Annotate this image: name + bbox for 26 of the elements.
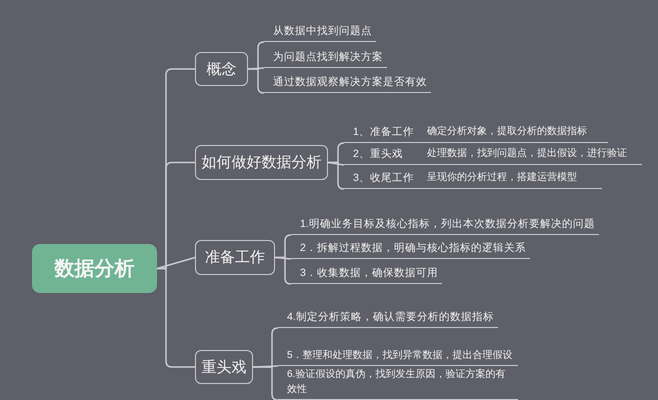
subtopic-text: 呈现你的分析过程，搭建运营模型 (427, 170, 577, 185)
topic-box: 概念 (195, 52, 248, 86)
subtopic: 为问题点找到解决方案 (264, 48, 387, 68)
subtopic-text: 确定分析对象，提取分析的数据指标 (427, 124, 587, 139)
subtopic: 通过数据观察解决方案是否有效 (264, 73, 431, 93)
connector-line (252, 365, 278, 368)
topic-box: 如何做好数据分析 (195, 145, 328, 180)
connector-line (156, 256, 196, 270)
subtopic-text: 3、收尾工作 (353, 171, 415, 186)
connector-line (157, 268, 195, 368)
central-topic: 数据分析 (32, 244, 157, 293)
subtopic-text: 处理数据，找到问题点，提出假设，进行验证 (427, 146, 627, 161)
subtopic (344, 145, 642, 165)
subtopic: 3．收集数据，确保数据可用 (291, 264, 442, 284)
subtopic: 从数据中找到问题点 (264, 22, 376, 42)
subtopic: 2．拆解过程数据，明确与核心指标的逻辑关系 (291, 239, 530, 259)
subtopic: 5．整理和处理数据，找到异常数据，提出合理假设 (278, 329, 518, 366)
subtopic (344, 169, 602, 189)
subtopic: 6.验证假设的真伪，找到发生原因，验证方案的有效性 (278, 367, 518, 400)
topic-box: 重头戏 (195, 350, 253, 384)
topic-box: 准备工作 (195, 240, 275, 275)
connector-line (248, 67, 264, 70)
subtopic-text: 2、重头戏 (353, 147, 404, 162)
subtopic: 4.制定分析策略，确认需要分析的数据指标 (278, 308, 498, 328)
subtopic-text: 1、准备工作 (353, 125, 415, 140)
subtopic: 1.明确业务目标及核心指标，列出本次数据分析要解决的问题 (291, 214, 599, 235)
